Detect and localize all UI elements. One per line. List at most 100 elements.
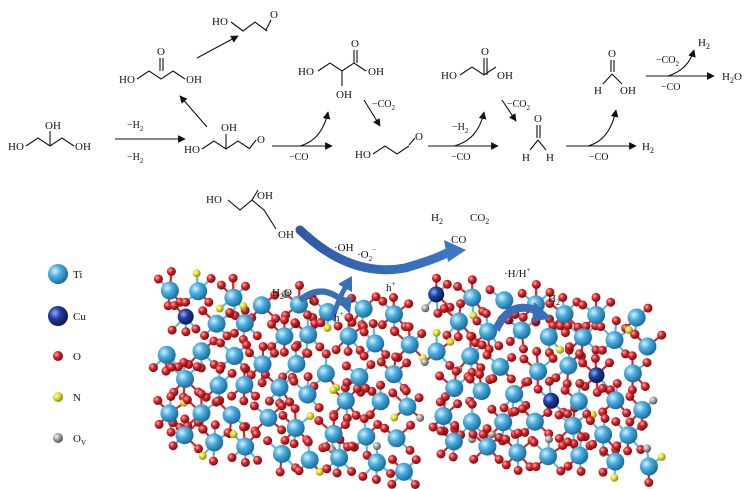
o-atom bbox=[275, 467, 285, 477]
o-atom bbox=[166, 427, 176, 437]
o-atom bbox=[192, 362, 202, 372]
o-atom bbox=[621, 349, 630, 359]
o-atom bbox=[227, 453, 237, 463]
formaldehyde-h1: H bbox=[522, 152, 530, 164]
o-atom bbox=[321, 442, 331, 452]
ti-atom bbox=[627, 308, 646, 327]
o-atom bbox=[315, 342, 325, 352]
n-atom bbox=[390, 413, 399, 422]
o-atom bbox=[600, 413, 610, 423]
h2-right: H2 bbox=[548, 293, 560, 307]
ti-atom bbox=[339, 327, 358, 346]
ti-atom bbox=[555, 305, 574, 324]
glycolic-acid-molecule bbox=[459, 58, 497, 76]
o-atom bbox=[240, 363, 249, 373]
o-atom bbox=[545, 287, 555, 297]
ti-atom bbox=[491, 357, 510, 376]
dihydroxyacetone-molecule bbox=[136, 58, 186, 80]
n-atom bbox=[446, 337, 455, 346]
o-atom bbox=[445, 361, 455, 370]
o-atom bbox=[153, 395, 163, 405]
o-atom bbox=[376, 357, 386, 367]
o-atom bbox=[216, 280, 226, 290]
o-atom bbox=[406, 420, 416, 430]
hole-label-top: h+ bbox=[386, 280, 396, 294]
arrow-branch-glyceric bbox=[299, 111, 331, 147]
o-atom bbox=[630, 329, 640, 339]
glyald-ho: HO bbox=[184, 144, 200, 156]
o-atom bbox=[465, 374, 475, 384]
o-atom bbox=[513, 465, 523, 475]
o-atom bbox=[322, 464, 332, 474]
n-atom bbox=[306, 412, 315, 420]
o-atom bbox=[225, 308, 235, 317]
o-atom bbox=[166, 362, 176, 372]
ti-atom bbox=[563, 416, 582, 435]
o-atom bbox=[378, 296, 388, 306]
o-atom bbox=[386, 469, 396, 478]
oxidation-arc-arrow bbox=[295, 225, 457, 275]
electron-arrow-up bbox=[329, 284, 349, 321]
o-atom bbox=[227, 391, 237, 401]
o-atom bbox=[242, 340, 252, 350]
ti-atom bbox=[472, 382, 491, 401]
gas-co2: CO2 bbox=[470, 212, 489, 226]
n-atom bbox=[329, 386, 338, 394]
o-atom bbox=[331, 345, 341, 355]
arrow-branch-formic bbox=[587, 109, 619, 147]
o-atom bbox=[532, 346, 542, 356]
ti-atom bbox=[209, 376, 228, 395]
o-atom bbox=[373, 420, 383, 429]
ti-atom bbox=[445, 379, 464, 398]
formaldehyde-molecule bbox=[529, 125, 547, 151]
arrow-branch-h2 bbox=[667, 49, 696, 77]
ti-atom bbox=[354, 299, 373, 318]
ti-atom bbox=[205, 433, 224, 452]
o-atom bbox=[181, 297, 191, 307]
arrow-dha-to-glycolaldehyde bbox=[196, 35, 239, 59]
formaldehyde-h2: H bbox=[546, 152, 554, 164]
ti-atom bbox=[316, 364, 335, 383]
n-atom bbox=[432, 328, 441, 337]
o-atom bbox=[622, 408, 632, 418]
o-atom bbox=[405, 445, 415, 455]
o-atom bbox=[440, 392, 450, 402]
o-atom bbox=[404, 322, 414, 332]
ti-atom bbox=[222, 406, 241, 424]
o-atom bbox=[180, 414, 190, 424]
o-atom bbox=[475, 369, 485, 379]
n-atom bbox=[315, 467, 324, 476]
glycerol-oh-end: OH bbox=[75, 141, 91, 153]
ti-atom bbox=[371, 392, 390, 411]
o-atom bbox=[181, 327, 191, 337]
o-atom bbox=[215, 364, 225, 374]
hole-label-bottom: h+ bbox=[334, 310, 344, 324]
o-atom bbox=[196, 389, 206, 399]
ti-atom bbox=[259, 408, 278, 427]
o-atom bbox=[643, 303, 653, 313]
ti-atom bbox=[157, 345, 176, 364]
ti-atom bbox=[287, 354, 306, 373]
photocatalysis-labels: ·OH ·O2− h+ H2 CO2 CO H2O e− h+ ·H/H+ H2… bbox=[272, 212, 560, 327]
o-atom bbox=[591, 345, 601, 355]
ti-atom bbox=[366, 334, 385, 353]
o-atom bbox=[402, 358, 412, 368]
gla-mid-o: O bbox=[415, 131, 423, 143]
o-atom bbox=[381, 350, 391, 360]
o-atom bbox=[241, 281, 250, 291]
o-atom bbox=[523, 377, 533, 387]
o-atom bbox=[472, 316, 482, 326]
o-atom bbox=[520, 427, 530, 437]
ti-atom bbox=[384, 365, 403, 384]
arrow-glycolic-to-formaldehyde bbox=[501, 99, 517, 122]
o-atom bbox=[644, 478, 654, 487]
o-atom bbox=[519, 354, 529, 364]
o-atom bbox=[204, 297, 214, 307]
legend-label: OV bbox=[73, 433, 86, 447]
o-atom bbox=[191, 324, 201, 334]
oxygen-vacancy bbox=[643, 444, 652, 453]
ti-atom bbox=[236, 437, 255, 456]
cond-a3-bot: −CO bbox=[451, 152, 471, 163]
ti-atom bbox=[587, 306, 606, 324]
